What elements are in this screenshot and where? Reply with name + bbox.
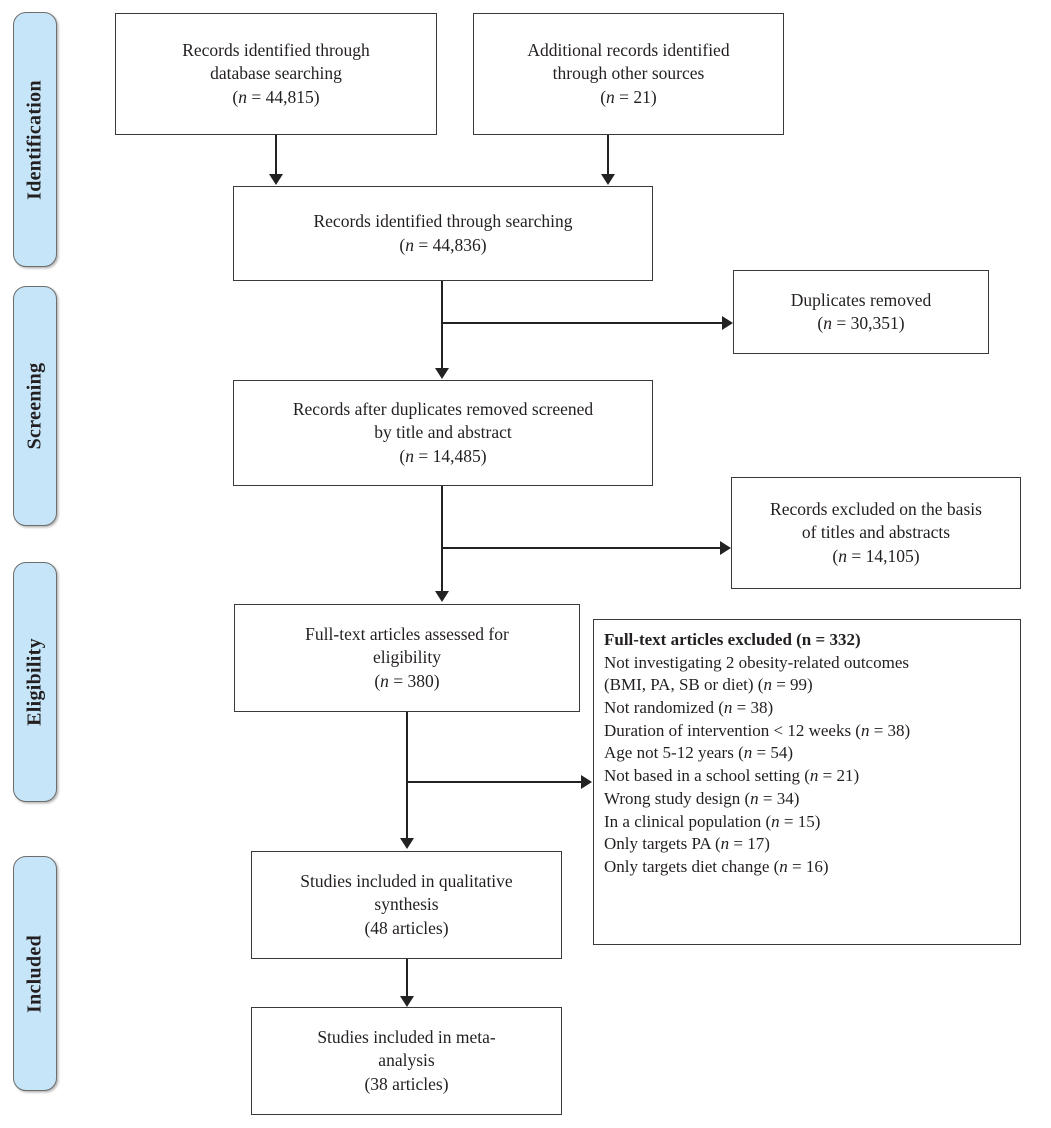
connector-identified-to-screened <box>441 281 443 369</box>
box-records-screened-text: Records after duplicates removed screene… <box>283 398 603 467</box>
connector-branch-duplicates-removed <box>441 322 725 324</box>
count-line: (n = 44,836) <box>399 234 487 255</box>
line-1: Full-text articles assessed for <box>305 624 509 645</box>
box-additional-records-other-sources: Additional records identified through ot… <box>473 13 784 135</box>
arrowhead-fulltext-excluded <box>581 775 592 789</box>
phase-label-screening: Screening <box>23 362 46 450</box>
arrowhead-fulltext-to-qualitative <box>400 838 414 849</box>
line-1: Studies included in qualitative <box>300 871 513 892</box>
line-1: Duplicates removed <box>790 289 932 310</box>
box-qualitative-synthesis-text: Studies included in qualitative synthesi… <box>290 870 522 939</box>
line-2: analysis <box>378 1050 435 1071</box>
count-line: (48 articles) <box>364 917 449 938</box>
exclusion-item: Not randomized (n = 38) <box>604 698 774 718</box>
phase-tab-included: Included <box>13 856 57 1091</box>
exclusion-item: In a clinical population (n = 15) <box>604 811 821 831</box>
box-qualitative-synthesis: Studies included in qualitative synthesi… <box>251 851 562 959</box>
line-2: database searching <box>210 63 342 84</box>
arrowhead-database-to-identified <box>269 174 283 185</box>
line-1: Additional records identified <box>527 40 730 61</box>
line-2: through other sources <box>552 63 705 84</box>
exclusion-heading: Full-text articles excluded (n = 332) <box>604 630 861 649</box>
arrowhead-duplicates-removed <box>722 316 733 330</box>
box-fulltext-assessed-eligibility: Full-text articles assessed for eligibil… <box>234 604 580 712</box>
line-2: of titles and abstracts <box>801 522 951 543</box>
connector-branch-records-excluded <box>441 547 723 549</box>
phase-label-eligibility: Eligibility <box>23 638 46 726</box>
box-records-database-searching: Records identified through database sear… <box>115 13 437 135</box>
count-line: (n = 14,105) <box>832 545 920 566</box>
phase-tab-identification: Identification <box>13 12 57 267</box>
count-line: (38 articles) <box>364 1073 449 1094</box>
arrowhead-other-sources-to-identified <box>601 174 615 185</box>
box-fulltext-assessed-eligibility-text: Full-text articles assessed for eligibil… <box>295 623 519 692</box>
count-line: (n = 14,485) <box>399 445 487 466</box>
count-line: (n = 30,351) <box>817 313 905 333</box>
line-2: synthesis <box>374 894 439 915</box>
arrowhead-records-excluded <box>720 541 731 555</box>
box-duplicates-removed-text: Duplicates removed (n = 30,351) <box>781 289 941 335</box>
box-records-screened: Records after duplicates removed screene… <box>233 380 653 486</box>
phase-tab-eligibility: Eligibility <box>13 562 57 802</box>
exclusion-item: Wrong study design (n = 34) <box>604 788 800 808</box>
connector-fulltext-to-qualitative <box>406 712 408 839</box>
box-duplicates-removed: Duplicates removed (n = 30,351) <box>733 270 989 354</box>
box-records-identified-searching-text: Records identified through searching (n … <box>303 210 582 256</box>
box-meta-analysis: Studies included in meta- analysis (38 a… <box>251 1007 562 1115</box>
phase-label-included: Included <box>23 934 46 1013</box>
phase-tab-screening: Screening <box>13 286 57 526</box>
box-records-identified-searching: Records identified through searching (n … <box>233 186 653 281</box>
line-1: Studies included in meta- <box>317 1027 496 1048</box>
connector-other-sources-to-identified <box>607 135 609 175</box>
box-additional-records-other-sources-text: Additional records identified through ot… <box>517 39 739 108</box>
count-line: (n = 21) <box>600 86 657 107</box>
exclusion-item: Not investigating 2 obesity-related outc… <box>604 652 909 672</box>
count-line: (n = 44,815) <box>232 86 320 107</box>
line-2: eligibility <box>372 647 442 668</box>
box-records-excluded-titles-abstracts: Records excluded on the basis of titles … <box>731 477 1021 589</box>
connector-qualitative-to-meta <box>406 959 408 997</box>
exclusion-item: Only targets PA (n = 17) <box>604 834 770 854</box>
connector-database-to-identified <box>275 135 277 175</box>
box-records-excluded-titles-abstracts-text: Records excluded on the basis of titles … <box>760 498 992 567</box>
connector-screened-to-fulltext <box>441 486 443 592</box>
box-fulltext-articles-excluded: Full-text articles excluded (n = 332) No… <box>593 619 1021 945</box>
arrowhead-screened-to-fulltext <box>435 591 449 602</box>
connector-branch-fulltext-excluded <box>406 781 582 783</box>
phase-label-identification: Identification <box>23 79 46 200</box>
line-2: by title and abstract <box>374 422 512 443</box>
exclusion-item: Only targets diet change (n = 16) <box>604 856 829 876</box>
arrowhead-qualitative-to-meta <box>400 996 414 1007</box>
exclusion-item: Not based in a school setting (n = 21) <box>604 766 860 786</box>
line-1: Records excluded on the basis <box>770 499 982 520</box>
exclusion-item: Duration of intervention < 12 weeks (n =… <box>604 720 911 740</box>
line-1: Records identified through searching <box>313 211 573 232</box>
line-1: Records identified through <box>182 40 370 61</box>
box-records-database-searching-text: Records identified through database sear… <box>172 39 380 108</box>
box-fulltext-articles-excluded-text: Full-text articles excluded (n = 332) No… <box>594 620 918 879</box>
line-1: Records after duplicates removed screene… <box>292 399 594 420</box>
count-line: (n = 380) <box>374 670 440 691</box>
exclusion-item: Age not 5-12 years (n = 54) <box>604 743 793 763</box>
exclusion-item: (BMI, PA, SB or diet) (n = 99) <box>604 675 813 695</box>
arrowhead-identified-to-screened <box>435 368 449 379</box>
box-meta-analysis-text: Studies included in meta- analysis (38 a… <box>307 1026 505 1095</box>
